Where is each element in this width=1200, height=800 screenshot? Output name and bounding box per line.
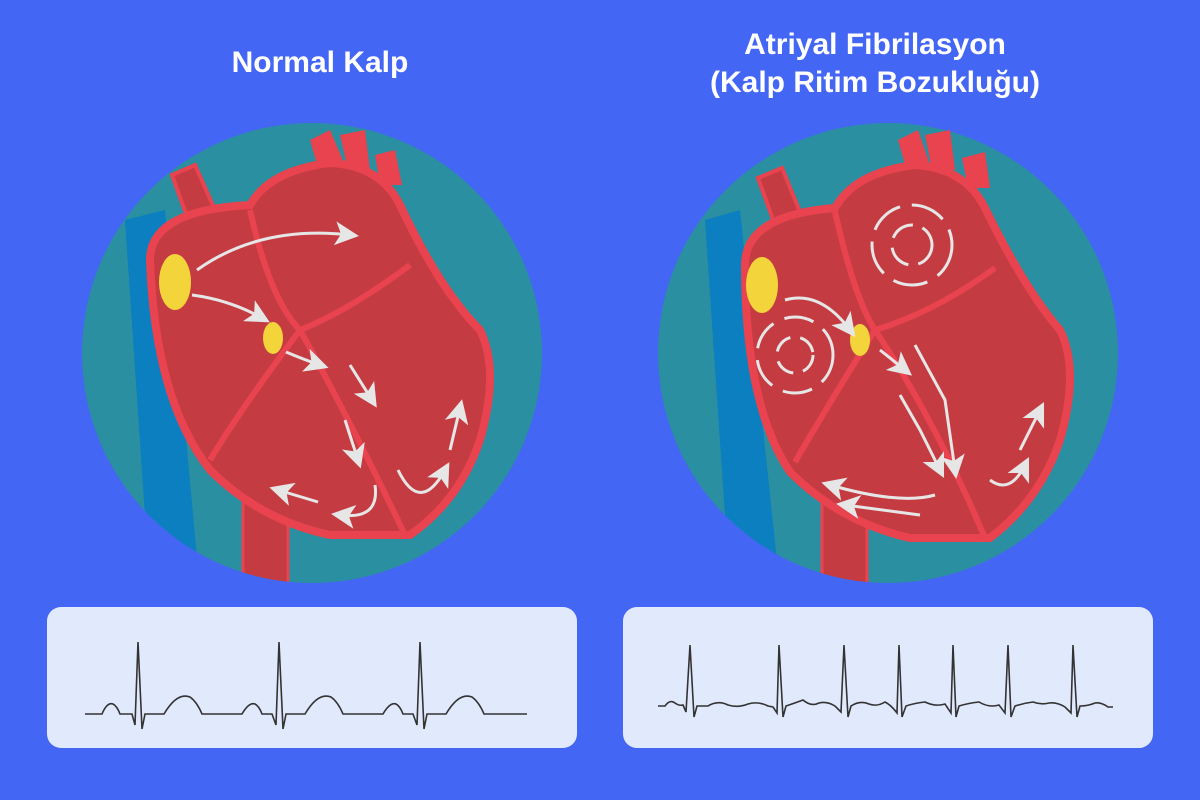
afib-title-line1: Atriyal Fibrilasyon [744,28,1006,61]
afib-heart-illustration [658,123,1118,583]
conduction-arrows [191,221,469,529]
chaotic-arrows [755,203,1045,519]
vein [125,210,200,583]
av-node [263,322,283,354]
sa-node [159,254,191,310]
afib-title-line2: (Kalp Ritim Bozukluğu) [710,66,1040,99]
afib-ecg-trace [658,644,1113,718]
normal-heart-illustration [82,123,542,583]
normal-heart-title: Normal Kalp [231,46,409,79]
normal-ecg-trace [85,641,527,730]
afib-ecg-panel [623,607,1153,748]
normal-ecg-panel [47,607,577,748]
afib-title: Atriyal Fibrilasyon (Kalp Ritim Bozukluğ… [630,26,1120,102]
